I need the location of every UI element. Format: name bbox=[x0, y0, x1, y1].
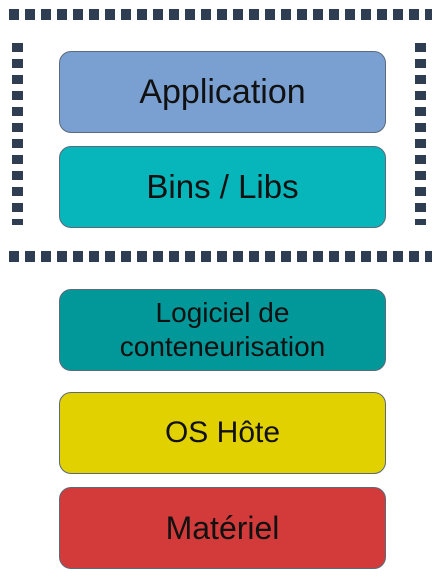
layer-bins-libs-label: Bins / Libs bbox=[146, 168, 299, 205]
container-border-top bbox=[9, 9, 432, 20]
layer-host-os: OS Hôte bbox=[59, 392, 386, 474]
layer-container-software-label-line1: Logiciel de bbox=[155, 297, 290, 329]
layer-container-software: Logiciel de conteneurisation bbox=[59, 289, 386, 371]
layer-bins-libs: Bins / Libs bbox=[59, 146, 386, 228]
layer-application-label: Application bbox=[139, 72, 306, 111]
container-dashed-boundary bbox=[9, 9, 432, 262]
layer-container-software-label-line2: conteneurisation bbox=[119, 331, 326, 362]
layer-hardware: Matériel bbox=[59, 487, 386, 569]
layer-host-os-label: OS Hôte bbox=[164, 416, 281, 449]
container-border-bottom bbox=[9, 251, 432, 262]
layer-application: Application bbox=[59, 51, 386, 133]
container-border-right bbox=[415, 43, 426, 225]
container-border-left bbox=[12, 43, 23, 225]
layer-hardware-label: Matériel bbox=[165, 509, 280, 546]
